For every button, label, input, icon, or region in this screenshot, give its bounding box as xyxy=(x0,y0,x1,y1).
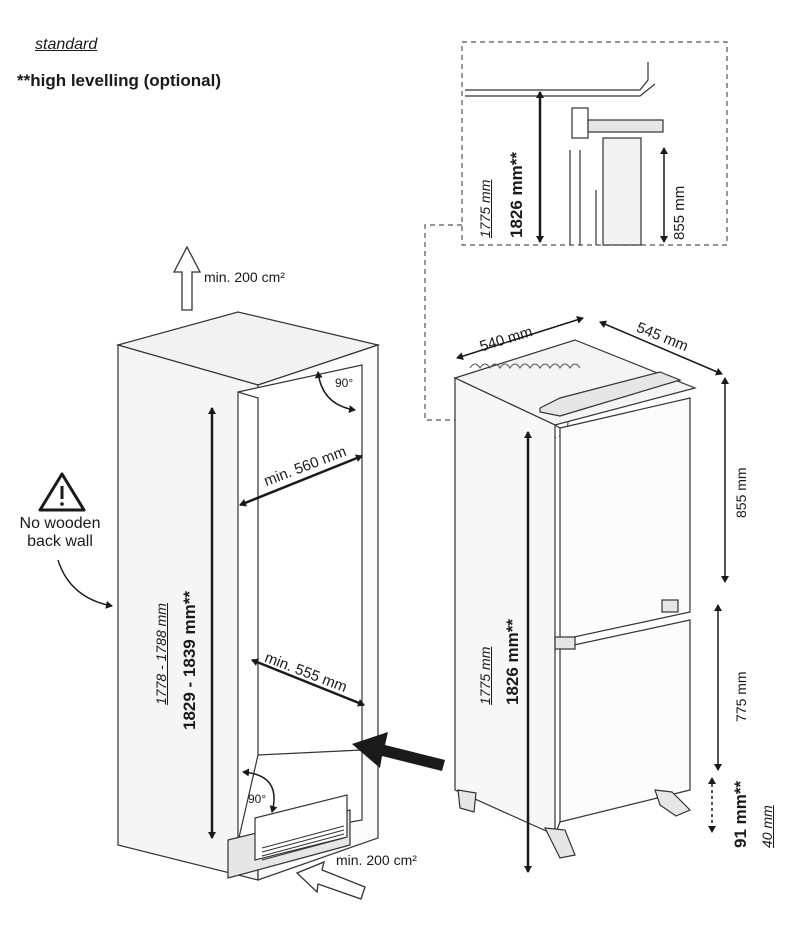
vent-top-label: min. 200 cm² xyxy=(204,269,285,285)
foot-back-left xyxy=(457,789,477,813)
appliance-height-standard-label: 1775 mm xyxy=(477,646,493,705)
appliance-side xyxy=(454,377,556,836)
warning-triangle-icon xyxy=(38,472,86,512)
angle-top-arc xyxy=(314,371,356,414)
lower-door-label: 775 mm xyxy=(733,671,749,722)
appliance-height-high-label: 1826 mm** xyxy=(503,618,522,705)
angle-top-label: 90° xyxy=(335,376,354,390)
niche-height-high-label: 1829 - 1839 mm** xyxy=(180,591,199,730)
detail-right-label: 855 mm xyxy=(671,185,688,240)
niche-opening xyxy=(237,364,363,843)
legend-standard: standard xyxy=(35,36,98,53)
vent-in-arrow-icon xyxy=(295,860,366,900)
appliance-top-coil xyxy=(469,363,581,369)
plinth-vent-slats xyxy=(261,825,345,861)
base-standard-label: 40 mm xyxy=(759,805,775,848)
insertion-arrow-icon xyxy=(352,732,445,771)
width-arrow xyxy=(456,316,584,360)
vent-bottom-label: min. 200 cm² xyxy=(336,852,417,868)
warning-text: No wooden back wall xyxy=(19,515,101,550)
base-high-label: 91 mm** xyxy=(731,780,750,848)
detail-height-standard-label: 1775 mm xyxy=(477,179,493,238)
angle-bottom-arc xyxy=(242,768,278,813)
appliance-lower-door xyxy=(559,619,691,823)
depth-arrow xyxy=(599,320,723,376)
vent-up-arrow-icon xyxy=(172,245,202,311)
niche-height-standard-label: 1778 - 1788 mm xyxy=(153,603,169,705)
niche-width-bottom-arrow xyxy=(251,658,365,707)
warning-pointer-arrow xyxy=(57,559,113,609)
legend-high-levelling: **high levelling (optional) xyxy=(17,71,221,90)
niche-width-top-arrow xyxy=(239,454,363,507)
angle-bottom-label: 90° xyxy=(248,792,267,806)
appliance-body xyxy=(453,339,697,859)
foot-front-right xyxy=(654,789,692,817)
appliance-upper-door xyxy=(559,397,691,641)
foot-front-left xyxy=(543,827,576,859)
upper-door-label: 855 mm xyxy=(733,467,749,518)
detail-height-high-label: 1826 mm** xyxy=(507,151,526,238)
detail-drawing xyxy=(465,62,664,246)
